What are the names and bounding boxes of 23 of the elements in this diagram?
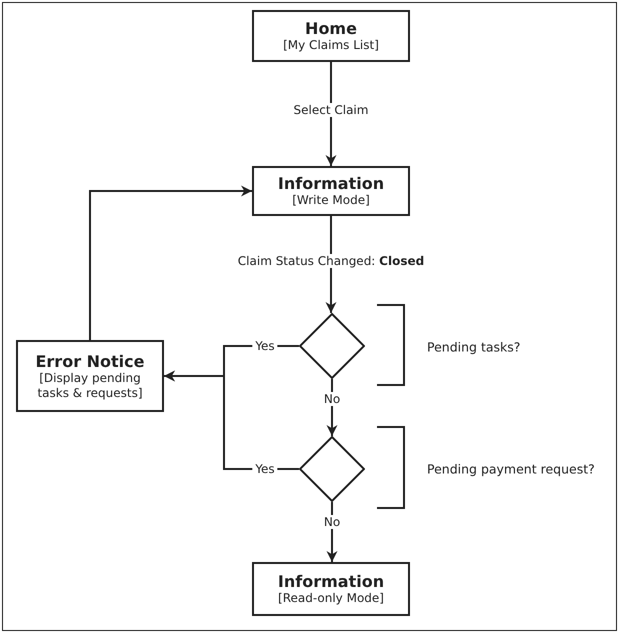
node-title: Error Notice bbox=[35, 352, 144, 370]
decision-diamond bbox=[299, 436, 365, 502]
process-box bbox=[16, 340, 164, 412]
arrow bbox=[326, 379, 338, 436]
arrow bbox=[326, 502, 338, 562]
edge-label: Yes bbox=[252, 462, 278, 476]
edge-label: Yes bbox=[252, 339, 278, 353]
question-text: Pending tasks? bbox=[427, 340, 520, 354]
node-subtitle: [My Claims List] bbox=[283, 38, 379, 53]
arrow bbox=[326, 62, 336, 166]
node-title: Information bbox=[278, 572, 384, 591]
arrow bbox=[164, 370, 299, 470]
decision-diamond bbox=[299, 313, 365, 379]
node-subtitle: [Read-only Mode] bbox=[278, 591, 384, 606]
process-box bbox=[252, 166, 410, 216]
node-subtitle: [Display pending tasks & requests] bbox=[36, 370, 144, 400]
node-title: Information bbox=[278, 174, 384, 193]
node-subtitle: [Write Mode] bbox=[292, 193, 370, 208]
process-box bbox=[252, 10, 410, 62]
node-title: Home bbox=[305, 19, 357, 38]
arrow bbox=[89, 186, 252, 340]
question-text: Pending payment request? bbox=[427, 462, 595, 476]
process-box bbox=[252, 562, 410, 616]
